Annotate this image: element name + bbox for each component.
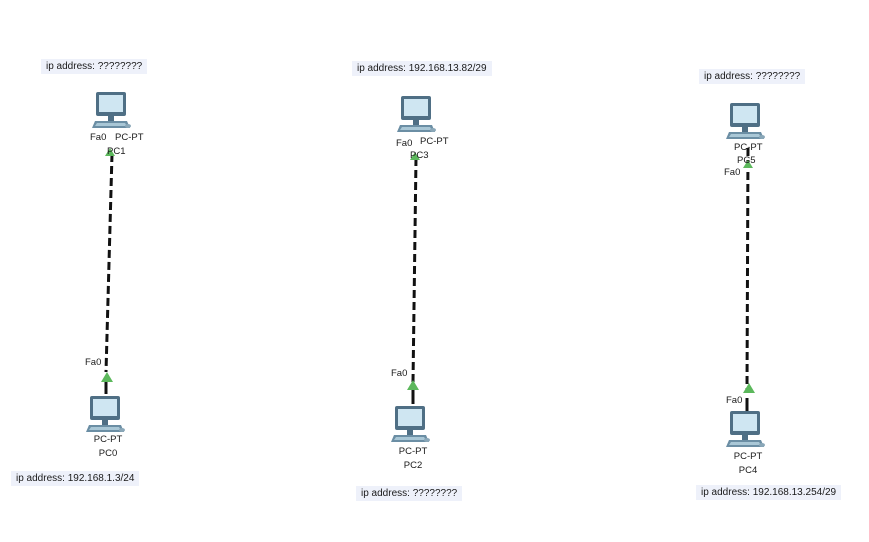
device-type-top-2: PC-PT	[420, 136, 449, 147]
pc-icon[interactable]	[726, 101, 766, 145]
ip-note-bottom-3[interactable]: ip address: 192.168.13.254/29	[696, 485, 842, 500]
ip-note-top-3[interactable]: ip address: ????????	[699, 69, 806, 84]
device-name-top-1: PC1	[107, 146, 126, 157]
port-label-bottom-3: Fa0	[726, 395, 743, 406]
device-type-top-1: PC-PT	[115, 132, 144, 143]
cable-link-2[interactable]	[411, 157, 418, 383]
device-type-bottom-2: PC-PT	[398, 446, 428, 457]
port-label-bottom-1: Fa0	[85, 357, 102, 368]
pc-icon[interactable]	[397, 94, 437, 138]
ip-note-top-2[interactable]: ip address: 192.168.13.82/29	[352, 61, 492, 76]
device-name-bottom-3: PC4	[738, 465, 758, 476]
device-name-top-2: PC3	[410, 150, 429, 161]
device-name-top-3: PC5	[737, 155, 756, 166]
pc-icon[interactable]	[92, 90, 132, 134]
cable-link-3[interactable]	[745, 147, 750, 391]
link-up-triangle-icon	[743, 383, 755, 393]
port-label-top-2: Fa0	[396, 138, 413, 149]
ip-note-top-1[interactable]: ip address: ????????	[41, 59, 148, 74]
ip-note-bottom-2[interactable]: ip address: ????????	[356, 486, 463, 501]
link-up-triangle-icon	[407, 380, 419, 390]
port-label-top-1: Fa0	[90, 132, 107, 143]
link-up-triangle-icon	[410, 152, 420, 160]
link-up-triangle-icon	[105, 148, 115, 156]
device-type-bottom-1: PC-PT	[93, 434, 123, 445]
port-label-bottom-2: Fa0	[391, 368, 408, 379]
device-type-bottom-3: PC-PT	[733, 451, 763, 462]
pc-icon[interactable]	[726, 409, 766, 453]
pc-icon[interactable]	[391, 404, 431, 448]
device-type-top-3: PC-PT	[734, 142, 763, 153]
port-label-top-3: Fa0	[724, 167, 741, 178]
device-name-bottom-1: PC0	[98, 448, 118, 459]
link-up-triangle-icon	[101, 372, 113, 382]
ip-note-bottom-1[interactable]: ip address: 192.168.1.3/24	[11, 471, 140, 486]
pc-icon[interactable]	[86, 394, 126, 438]
link-up-triangle-icon	[743, 160, 753, 168]
device-name-bottom-2: PC2	[403, 460, 423, 471]
cable-link-1[interactable]	[104, 153, 114, 373]
